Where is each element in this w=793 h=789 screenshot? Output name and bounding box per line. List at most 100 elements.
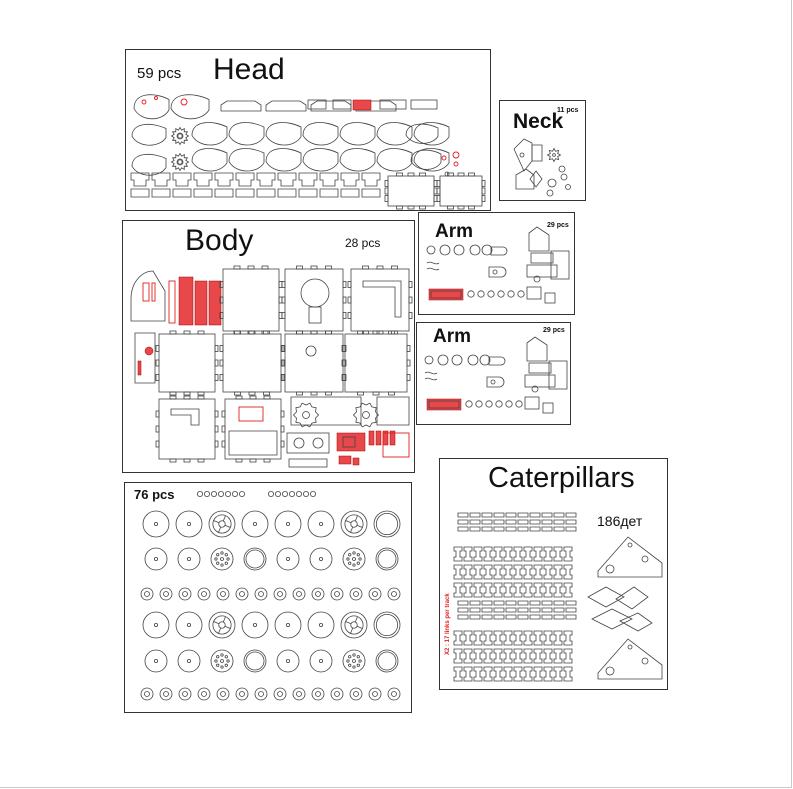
cut-part <box>226 557 230 561</box>
cut-part <box>218 621 226 629</box>
cut-part <box>330 587 344 601</box>
cut-part <box>341 359 346 367</box>
cut-part <box>468 205 475 210</box>
gear-part <box>292 402 320 428</box>
cut-part <box>154 96 158 100</box>
cut-part <box>285 622 290 627</box>
cut-part <box>302 490 309 497</box>
wheel-part <box>142 611 170 639</box>
cut-part <box>346 557 350 561</box>
wheel-part <box>274 611 302 639</box>
cut-part <box>453 666 463 682</box>
cut-part <box>513 582 523 598</box>
caterpillars-panel: Caterpillars 186дет Х2 : 17 links per tr… <box>439 458 668 690</box>
cut-part <box>183 458 191 463</box>
cut-part <box>552 153 556 157</box>
cut-part <box>265 100 307 112</box>
cut-part <box>235 395 243 400</box>
cut-part <box>485 400 493 408</box>
cut-part <box>563 666 573 682</box>
cut-part <box>296 391 303 396</box>
wheel-part <box>241 510 269 538</box>
cut-part <box>457 205 465 210</box>
cut-part <box>553 648 563 664</box>
wheel-part <box>375 649 399 673</box>
cut-part <box>216 655 220 659</box>
cut-part <box>503 582 513 598</box>
neck-parts-drawing <box>513 138 571 197</box>
cut-part <box>533 648 543 664</box>
cut-part <box>153 658 158 663</box>
cut-part <box>457 526 469 532</box>
cut-part <box>533 546 543 562</box>
cut-part <box>505 512 517 518</box>
shell-part <box>228 148 265 172</box>
cut-part <box>234 391 241 396</box>
cut-part <box>605 666 615 676</box>
cut-part <box>439 244 451 256</box>
cut-part <box>553 666 563 682</box>
cut-part <box>300 278 330 308</box>
cut-part <box>220 100 262 112</box>
spoke <box>354 515 358 522</box>
cut-part <box>483 666 493 682</box>
cut-part <box>280 425 285 433</box>
cut-part <box>353 591 359 597</box>
cut-part <box>505 614 517 620</box>
cut-part <box>309 490 316 497</box>
cut-part <box>212 615 232 635</box>
cut-part <box>627 542 633 548</box>
cut-part <box>379 99 407 110</box>
cut-part <box>214 410 219 418</box>
wheel-part <box>276 649 300 673</box>
cut-part <box>221 410 226 418</box>
cut-part <box>224 663 228 667</box>
cut-part <box>483 546 493 562</box>
cut-part <box>515 168 535 190</box>
cut-part <box>248 391 256 396</box>
cut-part <box>481 244 493 256</box>
cut-part <box>183 395 191 400</box>
cut-part <box>340 172 360 187</box>
shell-part <box>265 148 302 172</box>
cut-part <box>197 687 211 701</box>
shell-part <box>376 148 413 172</box>
head-count: 59 pcs <box>137 65 182 82</box>
cut-part <box>547 178 557 188</box>
cut-part <box>523 666 533 682</box>
spoke <box>218 627 222 634</box>
cut-part <box>553 564 563 580</box>
cut-part <box>408 281 413 288</box>
cut-part <box>155 410 160 418</box>
cut-part <box>183 391 191 396</box>
cut-part <box>352 99 372 111</box>
cut-part <box>526 264 558 278</box>
cut-part <box>356 663 360 667</box>
cut-part <box>214 557 218 561</box>
cut-part <box>155 345 160 352</box>
cut-part <box>342 296 347 304</box>
cut-part <box>216 587 230 601</box>
spoke <box>213 520 220 524</box>
cut-part <box>169 330 177 335</box>
cut-part <box>523 648 533 664</box>
cut-part <box>396 205 403 210</box>
shell-part <box>170 94 210 120</box>
cut-part <box>352 551 356 555</box>
shell-part <box>302 148 339 172</box>
caterpillars-note: Х2 : 17 links per track <box>445 593 451 655</box>
cut-part <box>168 280 176 324</box>
cut-part <box>194 280 208 326</box>
cut-part <box>226 659 230 663</box>
cut-part <box>543 666 553 682</box>
cut-part <box>352 563 356 567</box>
spoke <box>222 616 226 623</box>
cut-part <box>463 564 473 580</box>
cut-part <box>565 519 577 525</box>
spoke <box>218 526 222 533</box>
cut-part <box>433 180 438 187</box>
cut-part <box>517 512 529 518</box>
cut-part <box>349 587 363 601</box>
wheel-part <box>241 611 269 639</box>
cut-part <box>467 354 479 366</box>
